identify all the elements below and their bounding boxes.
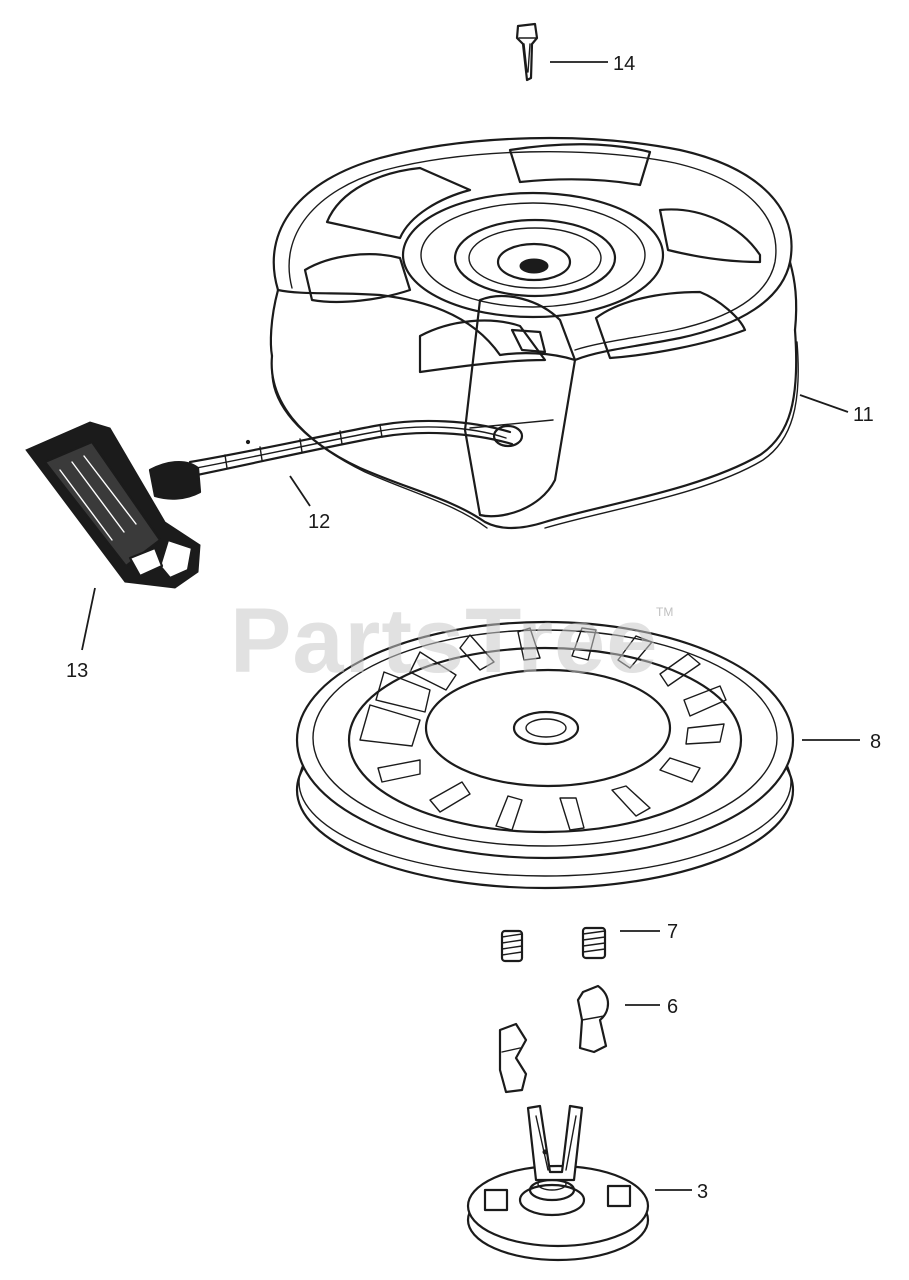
part-14-rope-clip[interactable] (515, 22, 539, 82)
spring-left (500, 929, 524, 963)
callout-3: 3 (655, 1181, 708, 1203)
callout-7-label: 7 (667, 921, 678, 943)
part-12-starter-rope[interactable] (188, 419, 514, 478)
part-3-retainer-hub[interactable] (466, 1104, 650, 1262)
part-6-pawls[interactable] (498, 984, 610, 1094)
pawl-right (576, 984, 610, 1054)
callout-14-label: 14 (613, 53, 635, 75)
callout-14: 14 (550, 53, 635, 75)
part-11-starter-housing[interactable] (269, 136, 799, 530)
callout-13: 13 (66, 587, 96, 682)
callout-8-label: 8 (870, 731, 881, 753)
callout-11-label: 11 (853, 404, 874, 426)
callout-7: 7 (620, 921, 678, 943)
part-7-springs[interactable] (500, 926, 607, 963)
pawl-left (498, 1022, 528, 1094)
callout-13-label: 13 (66, 660, 88, 682)
callout-12-label: 12 (308, 511, 330, 533)
watermark-text: PartsTree (230, 590, 658, 692)
callout-8: 8 (802, 731, 881, 753)
callout-6-label: 6 (667, 996, 678, 1018)
callout-3-label: 3 (697, 1181, 708, 1203)
part-13-starter-handle[interactable] (25, 421, 202, 589)
callout-11: 11 (799, 394, 874, 426)
spring-right (581, 926, 607, 960)
part-8-pulley[interactable] (295, 620, 795, 890)
watermark-trademark: TM (656, 605, 673, 619)
callout-12: 12 (289, 475, 330, 533)
callout-6: 6 (625, 996, 678, 1018)
